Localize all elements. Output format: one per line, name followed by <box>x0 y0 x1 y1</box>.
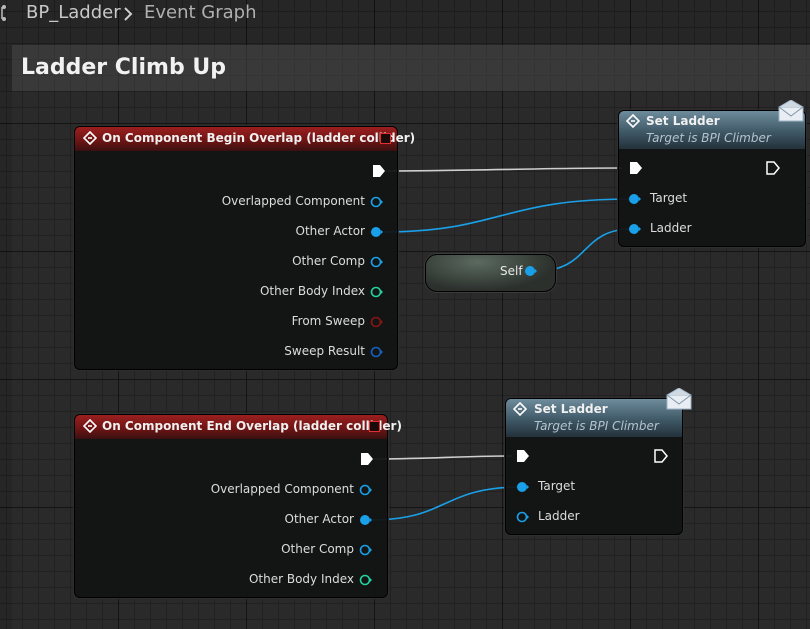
event-diamond-icon <box>83 131 97 145</box>
node-subtitle: Target is BPI Climber <box>534 419 659 433</box>
event-diamond-icon <box>83 419 97 433</box>
object-pin-hollow[interactable] <box>370 256 384 268</box>
object-pin-hollow[interactable] <box>516 511 530 523</box>
exec-out-pin[interactable] <box>654 449 668 463</box>
self-label: Self <box>500 264 523 278</box>
function-icon <box>513 402 527 416</box>
node-title: On Component Begin Overlap (ladder colli… <box>102 131 416 145</box>
exec-wire[interactable] <box>385 167 623 172</box>
pin-label: Other Actor <box>284 512 354 526</box>
node-header[interactable] <box>506 399 682 437</box>
object-pin-filled[interactable] <box>516 481 530 493</box>
exec-in-pin[interactable] <box>516 449 530 463</box>
pin-label: Sweep Result <box>284 344 365 358</box>
function-icon <box>626 114 640 128</box>
comment-header[interactable] <box>12 45 810 91</box>
set-ladder-node[interactable] <box>618 110 806 247</box>
bool-pin[interactable] <box>370 316 384 328</box>
object-pin-filled[interactable] <box>628 193 642 205</box>
event-begin-overlap-node[interactable] <box>74 126 398 370</box>
envelope-icon <box>778 100 804 122</box>
pin-label: Other Body Index <box>259 284 365 298</box>
pin-label: From Sweep <box>291 314 365 328</box>
set-ladder-node[interactable] <box>505 398 683 535</box>
object-wire[interactable] <box>381 198 633 233</box>
node-title: Set Ladder <box>534 402 608 416</box>
pin-label: Other Body Index <box>248 572 354 586</box>
exec-wire[interactable] <box>373 455 513 460</box>
struct-pin[interactable] <box>370 346 384 358</box>
node-title: On Component End Overlap (ladder collide… <box>102 419 402 433</box>
envelope-icon <box>666 388 692 410</box>
pin-label: Overlapped Component <box>221 194 365 208</box>
object-pin-filled[interactable] <box>359 514 373 526</box>
object-pin-hollow[interactable] <box>359 544 373 556</box>
object-pin-hollow[interactable] <box>359 484 373 496</box>
breadcrumb-blueprint[interactable]: BP_Ladder <box>26 2 121 23</box>
object-pin-filled[interactable] <box>370 226 384 238</box>
exec-out-pin[interactable] <box>766 161 780 175</box>
breadcrumb-graph[interactable]: Event Graph <box>144 2 257 23</box>
pin-label: Target <box>650 191 688 205</box>
delegate-pin[interactable] <box>380 133 391 144</box>
object-pin-filled[interactable] <box>628 223 642 235</box>
delegate-pin[interactable] <box>369 421 380 432</box>
object-pin-filled[interactable] <box>524 265 538 277</box>
node-header[interactable] <box>619 111 805 149</box>
node-subtitle: Target is BPI Climber <box>646 131 771 145</box>
int-pin[interactable] <box>370 286 384 298</box>
node-header[interactable] <box>75 415 387 439</box>
exec-in-pin[interactable] <box>629 161 643 175</box>
pin-label: Other Comp <box>292 254 365 268</box>
chevron-right-icon <box>124 7 133 21</box>
event-end-overlap-node[interactable] <box>74 414 388 598</box>
exec-out-pin[interactable] <box>372 164 386 178</box>
object-pin-hollow[interactable] <box>370 196 384 208</box>
pin-label: Ladder <box>538 509 580 523</box>
pin-label: Other Actor <box>295 224 365 238</box>
pin-label: Overlapped Component <box>210 482 354 496</box>
object-wire[interactable] <box>369 486 523 521</box>
comment-title: Ladder Climb Up <box>21 55 226 80</box>
pin-label: Ladder <box>650 221 692 235</box>
node-title: Set Ladder <box>646 114 720 128</box>
pin-label: Target <box>538 479 576 493</box>
breadcrumb: BP_Ladder Event Graph <box>0 0 810 28</box>
node-header[interactable] <box>75 127 397 151</box>
exec-out-pin[interactable] <box>360 452 374 466</box>
pin-label: Other Comp <box>281 542 354 556</box>
graph-tree-icon <box>1 5 6 21</box>
int-pin[interactable] <box>359 574 373 586</box>
